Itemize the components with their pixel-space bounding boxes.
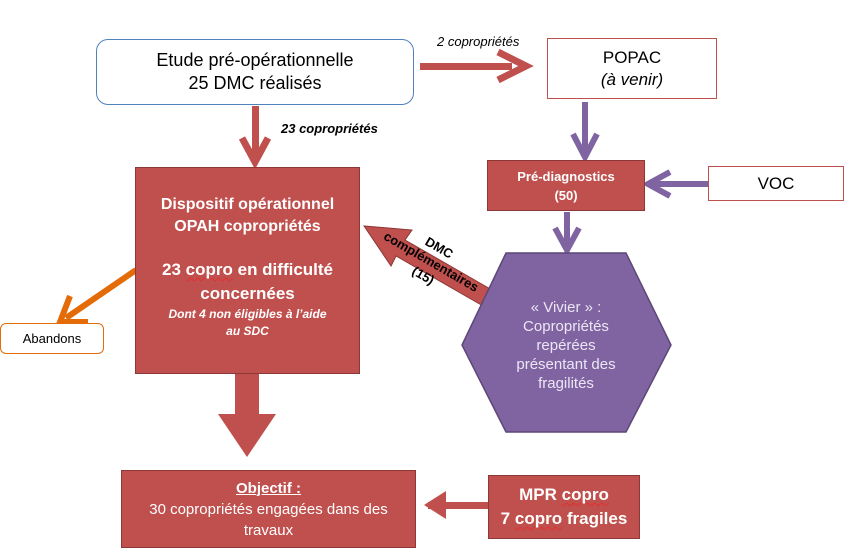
- opah-note-line1: Dont 4 non éligibles à l’aide: [168, 307, 327, 321]
- opah-count-line2: concernées: [200, 284, 295, 303]
- prediagnostics-title: Pré-diagnostics: [517, 168, 615, 184]
- opah-title-line1: Dispositif opérationnel: [160, 196, 335, 213]
- vivier-line5: fragilités: [538, 374, 594, 392]
- mpr-copro-word-2: copro: [514, 509, 563, 528]
- mpr-copro-word: copro: [561, 485, 609, 504]
- arrow-prediagnostics-to-vivier: [552, 212, 582, 257]
- vivier-title: « Vivier » :: [530, 298, 602, 316]
- popac-title: POPAC: [602, 47, 662, 67]
- vivier-line4: présentant des: [516, 355, 616, 373]
- opah-count-word: copro: [185, 260, 233, 279]
- abandons-label: Abandons: [22, 331, 82, 346]
- arrow-etude-to-opah: [238, 106, 272, 170]
- arrow-vivier-to-opah: [363, 225, 500, 311]
- arrow-mpr-to-objectif: [424, 491, 488, 519]
- mpr-line1: MPR copro: [519, 483, 609, 507]
- node-voc: VOC: [708, 166, 844, 201]
- popac-status: (à venir): [600, 69, 664, 89]
- etude-title: Etude pré-opérationnelle: [156, 50, 354, 70]
- label-2-coproprietes: 2 copropriétés: [437, 34, 520, 49]
- node-dispositif-opah: Dispositif opérationnel OPAH copropriété…: [135, 167, 360, 374]
- node-mpr-copro: MPR copro 7 copro fragiles: [488, 475, 640, 539]
- arrow-voc-to-prediagnostics: [641, 169, 708, 199]
- mpr-label: MPR: [519, 485, 557, 504]
- label-23-coproprietes: 23 copropriétés: [281, 121, 378, 136]
- opah-count-suffix: en difficulté: [237, 260, 334, 279]
- objectif-line1: 30 copropriétés engagées dans des: [149, 500, 388, 518]
- vivier-line2: Copropriétés: [523, 317, 609, 335]
- prediagnostics-count: (50): [554, 187, 578, 203]
- mpr-fragiles: fragiles: [566, 509, 628, 528]
- node-objectif: Objectif : 30 copropriétés engagées dans…: [121, 470, 416, 548]
- node-abandons: Abandons: [0, 323, 104, 354]
- opah-title-line2: OPAH copropriétés: [174, 218, 321, 235]
- etude-dmc-count: 25 DMC réalisés: [188, 73, 322, 93]
- opah-count-line1: 23 copro en difficulté: [162, 258, 333, 282]
- node-pre-diagnostics: Pré-diagnostics (50): [487, 160, 645, 211]
- arrow-popac-to-prediagnostics: [570, 102, 600, 164]
- arrow-opah-to-abandons: [55, 267, 138, 325]
- mpr-count: 7: [500, 509, 511, 528]
- node-etude-pre-operationnelle: Etude pré-opérationnelle 25 DMC réalisés: [96, 39, 414, 105]
- arrow-opah-to-objectif: [218, 374, 276, 457]
- opah-count-number: 23: [161, 260, 181, 279]
- arrow-etude-to-popac: [420, 48, 534, 84]
- vivier-hexagon: [461, 252, 672, 433]
- objectif-title: Objectif :: [235, 479, 301, 497]
- node-popac: POPAC (à venir): [547, 38, 717, 99]
- objectif-line2: travaux: [243, 521, 294, 539]
- vivier-line3: repérées: [536, 336, 596, 354]
- opah-note-line2: au SDC: [226, 324, 269, 338]
- mpr-line2: 7 copro fragiles: [501, 507, 628, 531]
- node-vivier: « Vivier » : Copropriétés repérées prése…: [482, 275, 650, 415]
- voc-label: VOC: [757, 173, 795, 193]
